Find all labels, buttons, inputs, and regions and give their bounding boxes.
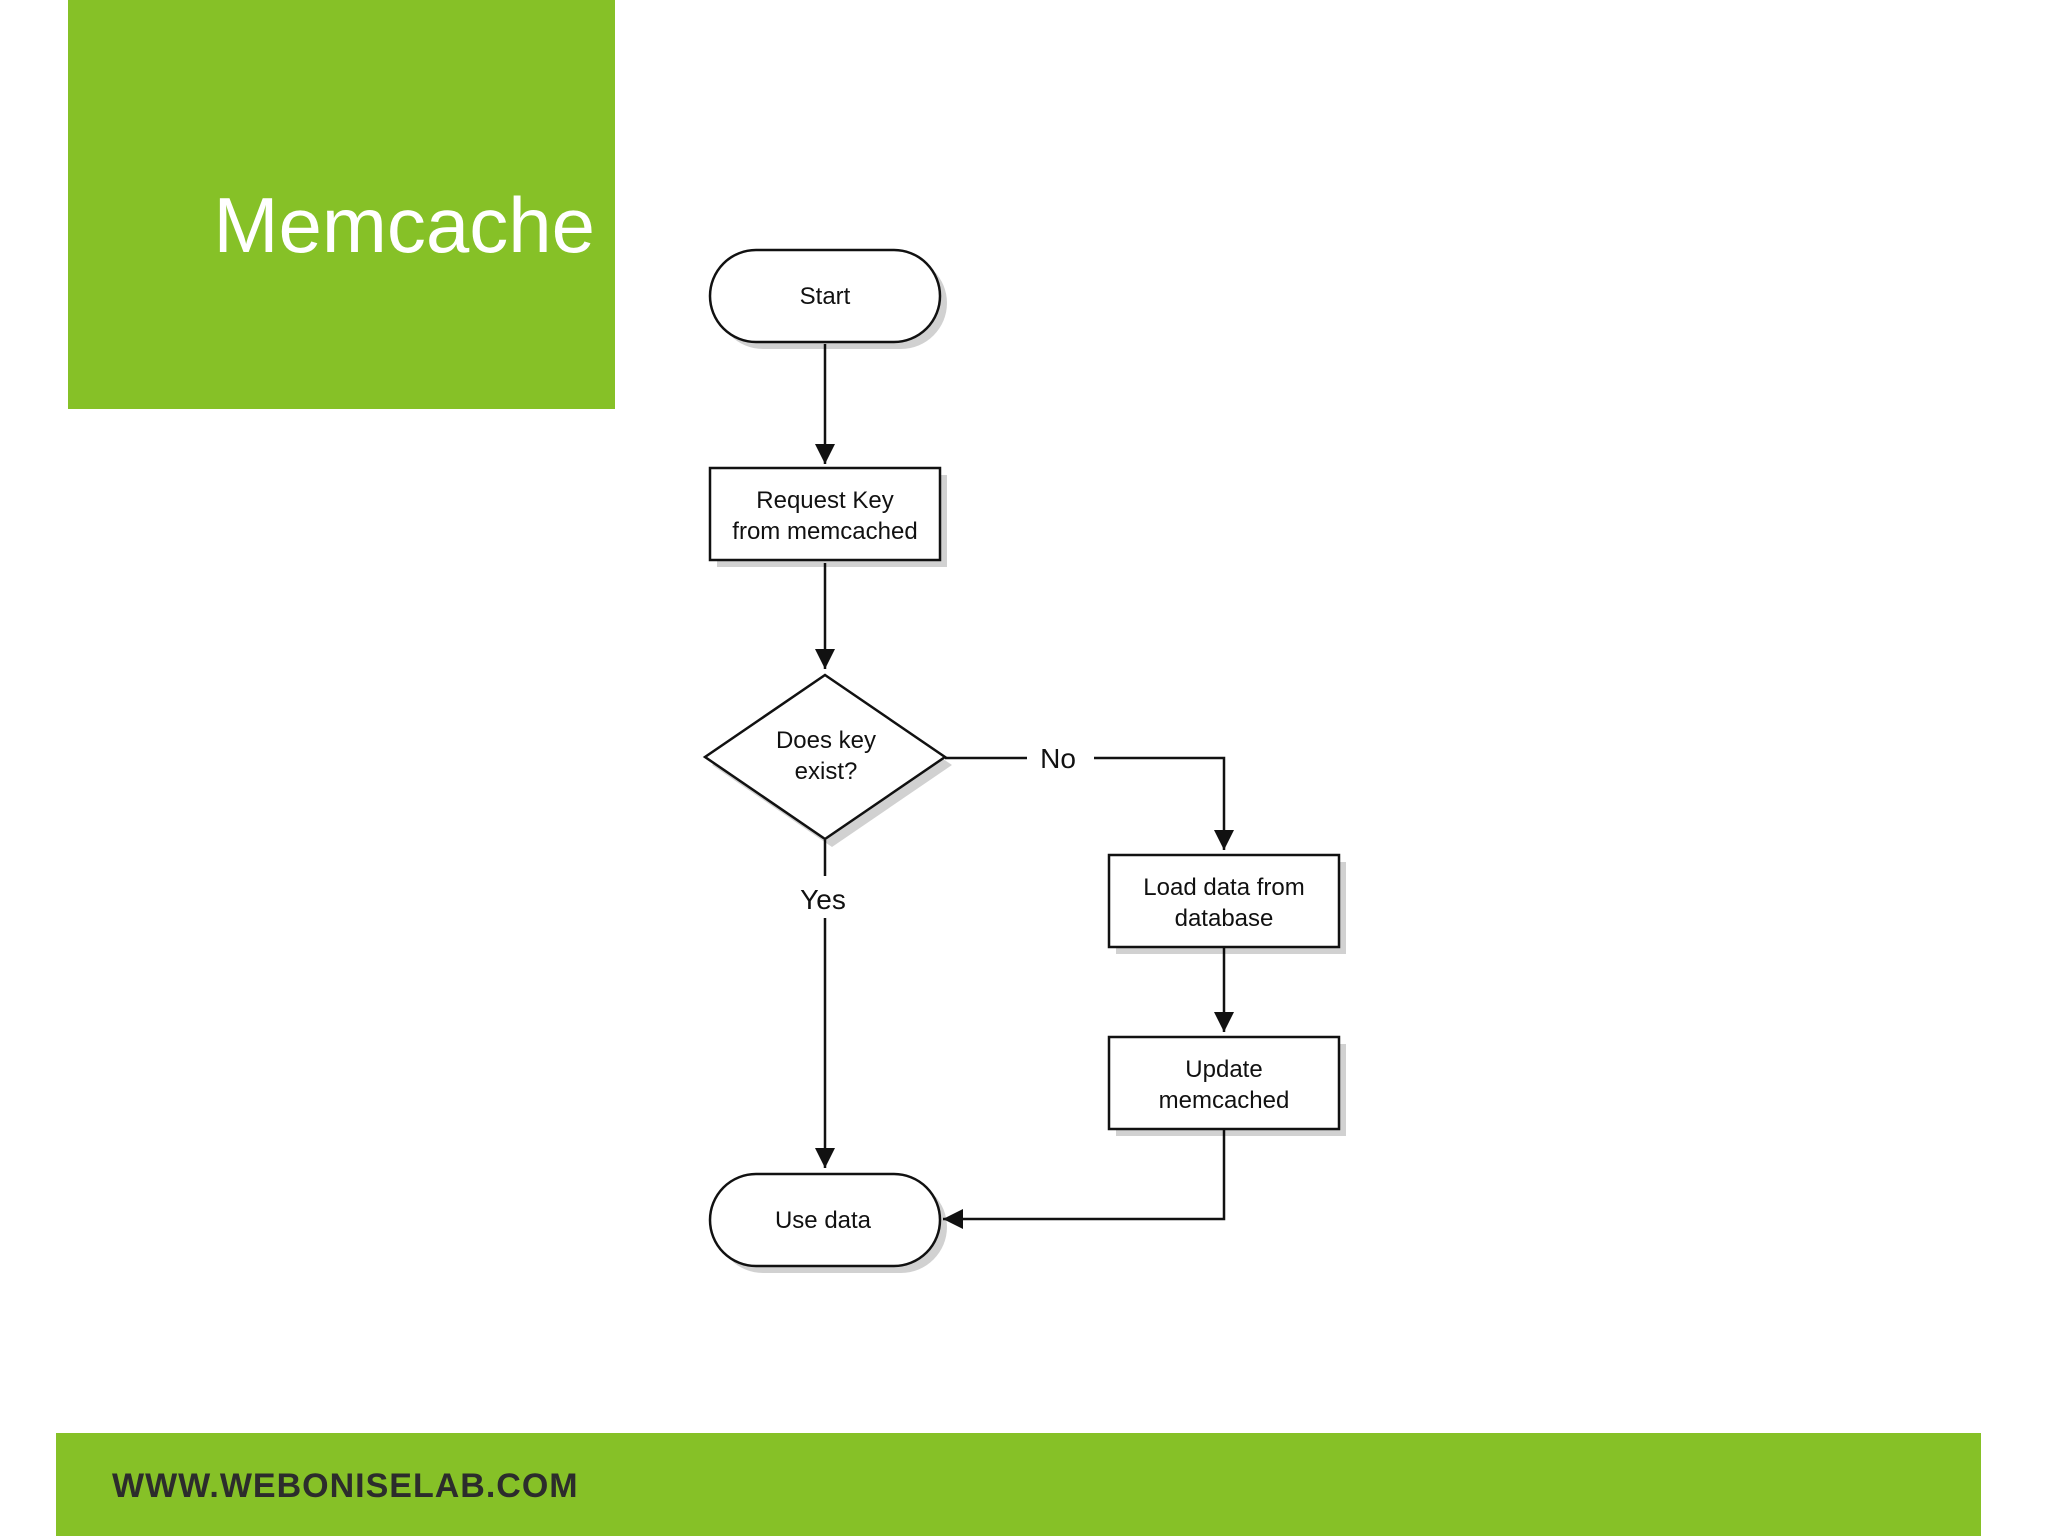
footer-website: WWW.WEBONISELAB.COM: [112, 1467, 579, 1505]
edge-label-no: No: [1040, 743, 1076, 774]
node-use-data-label: Use data: [775, 1207, 872, 1234]
edge-label-yes: Yes: [800, 884, 846, 915]
slide-title: Memcache: [213, 181, 595, 269]
node-start: Start: [708, 248, 947, 349]
title-block: Memcache: [68, 0, 615, 409]
footer-bar: WWW.WEBONISELAB.COM: [56, 1433, 1981, 1536]
node-load-data-line-1: Load data from: [1143, 874, 1304, 901]
flowchart-edges: No Yes: [800, 344, 1226, 1229]
node-start-label: Start: [800, 283, 851, 310]
node-decision-line-2: exist?: [795, 758, 858, 785]
edge-decision-to-load: [945, 756, 1224, 850]
edge-update-to-use: [943, 1130, 1226, 1229]
node-request-key-line-2: from memcached: [732, 518, 917, 545]
node-use-data: Use data: [708, 1172, 947, 1273]
node-decision-line-1: Does key: [776, 727, 876, 754]
node-update-memcached-line-2: memcached: [1159, 1087, 1290, 1114]
node-decision: Does key exist?: [702, 673, 952, 847]
node-request-key: Request Key from memcached: [708, 466, 947, 567]
node-load-data-line-2: database: [1175, 905, 1274, 932]
node-update-memcached: Update memcached: [1107, 1035, 1346, 1136]
node-request-key-line-1: Request Key: [756, 487, 893, 514]
node-load-data: Load data from database: [1107, 853, 1346, 954]
node-update-memcached-line-1: Update: [1185, 1056, 1262, 1083]
